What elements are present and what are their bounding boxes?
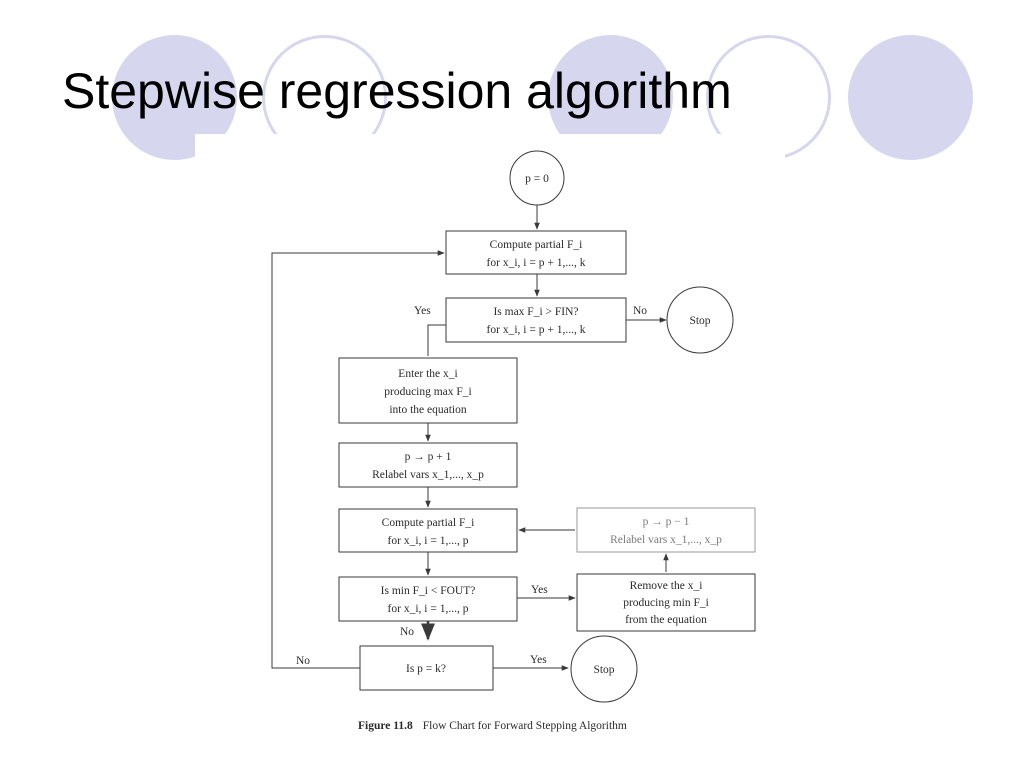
node-stop-2-label: Stop: [593, 664, 614, 676]
node-check-pk: Is p = k?: [359, 645, 494, 691]
figure-caption: Figure 11.8 Flow Chart for Forward Steppi…: [358, 720, 627, 732]
node-compute2: Compute partial F_i for x_i, i = 1,..., …: [338, 508, 518, 553]
node-check-min: Is min F_i < FOUT? for x_i, i = 1,..., p: [338, 576, 518, 622]
figure-caption-label: Figure 11.8: [358, 720, 413, 732]
node-stop-1-label: Stop: [689, 315, 710, 327]
node-compute1: Compute partial F_i for x_i, i = p + 1,.…: [445, 230, 627, 275]
node-enter: Enter the x_i producing max F_i into the…: [338, 357, 518, 424]
node-check-min-line1: Is min F_i < FOUT?: [381, 585, 476, 597]
node-check-min-line2: for x_i, i = 1,..., p: [388, 603, 469, 615]
node-start: p = 0: [509, 150, 565, 206]
node-check-max-line2: for x_i, i = p + 1,..., k: [487, 324, 586, 336]
label-pk-yes: Yes: [530, 654, 547, 666]
decor-circle-5: [848, 35, 973, 160]
node-increment-line1: p → p + 1: [405, 451, 452, 463]
node-decrement: p → p − 1 Relabel vars x_1,..., x_p: [576, 507, 756, 553]
figure-caption-text: Flow Chart for Forward Stepping Algorith…: [423, 720, 627, 732]
node-increment: p → p + 1 Relabel vars x_1,..., x_p: [338, 442, 518, 488]
node-enter-line3: into the equation: [389, 404, 467, 416]
label-max-no: No: [633, 305, 647, 317]
node-compute1-line2: for x_i, i = p + 1,..., k: [487, 257, 586, 269]
flow-edges: [271, 205, 669, 671]
slide-title: Stepwise regression algorithm: [62, 63, 732, 119]
node-compute2-line1: Compute partial F_i: [382, 517, 475, 529]
label-min-yes: Yes: [531, 584, 548, 596]
node-decrement-line2: Relabel vars x_1,..., x_p: [610, 534, 722, 546]
label-max-yes: Yes: [414, 305, 431, 317]
node-increment-line2: Relabel vars x_1,..., x_p: [372, 469, 484, 481]
node-enter-line2: producing max F_i: [384, 386, 472, 398]
node-remove-line2: producing min F_i: [623, 597, 709, 609]
label-min-no: No: [400, 626, 414, 638]
node-start-label: p = 0: [525, 173, 549, 185]
label-pk-no: No: [296, 655, 310, 667]
node-stop-2: Stop: [570, 635, 638, 703]
decor-mask: [195, 134, 785, 164]
node-remove-line1: Remove the x_i: [630, 580, 703, 592]
node-remove: Remove the x_i producing min F_i from th…: [576, 573, 756, 632]
node-decrement-line1: p → p − 1: [643, 516, 690, 528]
node-compute2-line2: for x_i, i = 1,..., p: [388, 535, 469, 547]
node-remove-line3: from the equation: [625, 614, 707, 626]
edge-checkpk-loop: [271, 250, 445, 669]
node-check-max: Is max F_i > FIN? for x_i, i = p + 1,...…: [445, 297, 627, 343]
node-check-pk-label: Is p = k?: [406, 663, 446, 675]
node-compute1-line1: Compute partial F_i: [490, 239, 583, 251]
node-check-max-line1: Is max F_i > FIN?: [493, 306, 578, 318]
edge-checkmax-enter: [427, 324, 446, 356]
node-enter-line1: Enter the x_i: [398, 368, 457, 380]
node-stop-1: Stop: [666, 286, 734, 354]
